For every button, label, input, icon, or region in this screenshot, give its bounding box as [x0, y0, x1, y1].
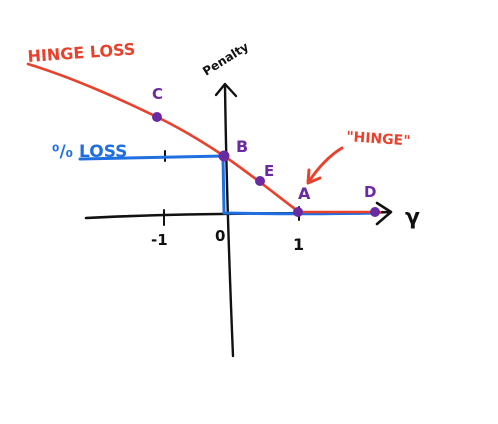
points: [152, 112, 380, 217]
point-a-dot: [293, 207, 303, 217]
x-axis-label: γ: [405, 205, 420, 230]
hinge-loss-line: [26, 62, 382, 214]
point-a-label: A: [298, 184, 311, 203]
x-axis-arrowhead: [375, 201, 393, 226]
zero-one-loss-drop: [221, 155, 226, 214]
axes: [84, 82, 393, 358]
tick-neg-one-label: -1: [151, 231, 168, 249]
y-axis-arrowhead: [214, 82, 238, 98]
hinge-callout-label: "HINGE": [346, 129, 411, 149]
point-d-label: D: [364, 183, 376, 201]
tick-zero-label: 0: [215, 227, 225, 245]
point-b-dot: [218, 150, 230, 162]
y-axis: [223, 84, 235, 358]
zero-one-loss-label: ⁰/₀ LOSS: [52, 142, 127, 162]
point-e-dot: [255, 176, 265, 186]
point-c-label: C: [152, 85, 163, 103]
point-d-dot: [370, 207, 380, 217]
tick-one-label: 1: [293, 235, 304, 254]
callout-arrow-shaft: [308, 146, 344, 182]
hinge-loss-curve: [26, 62, 382, 214]
callout-arrow-head: [306, 168, 322, 185]
point-e-label: E: [264, 162, 274, 180]
hinge-loss-label: HINGE LOSS: [27, 40, 136, 66]
zero-one-loss-upper: [78, 154, 226, 161]
point-c-dot: [152, 112, 162, 122]
zero-one-loss-lower: [222, 211, 380, 216]
zero-one-loss-curve: [78, 154, 380, 216]
point-b-label: B: [236, 137, 248, 156]
hinge-callout-arrow: [306, 146, 344, 185]
y-axis-label: Penalty: [200, 39, 251, 78]
text-labels: HINGE LOSS ⁰/₀ LOSS "HINGE" Penalty γ -1…: [27, 39, 420, 254]
